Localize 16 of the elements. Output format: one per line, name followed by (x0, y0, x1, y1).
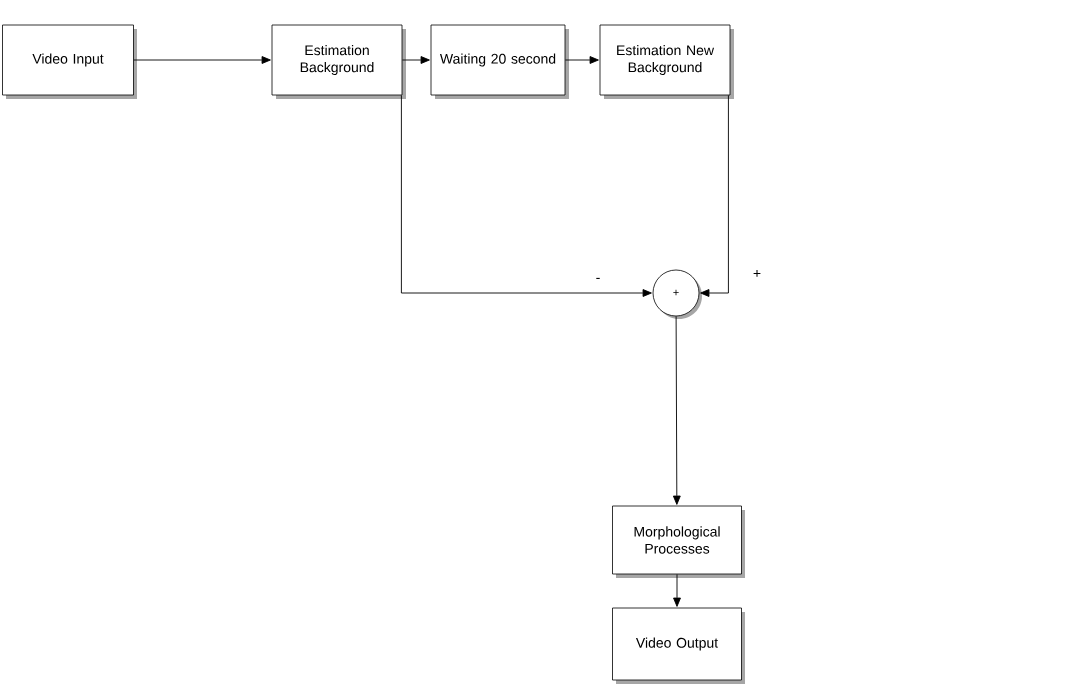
arrow (564, 56, 599, 64)
arrow (672, 315, 681, 505)
arrow (401, 56, 430, 64)
edge-label: + (751, 268, 763, 280)
arrow (673, 573, 681, 607)
arrow (133, 56, 271, 64)
process-box: Estimation New Background (599, 24, 734, 99)
process-box: Waiting 20 second (430, 24, 569, 99)
edge-label: - (594, 276, 602, 284)
process-box: Video Output (612, 607, 745, 684)
arrow (700, 94, 729, 297)
process-box: Morphological Processes (612, 505, 745, 578)
summing-junction: + (652, 269, 702, 319)
process-box: Video Input (2, 24, 137, 99)
arrow (400, 94, 652, 297)
process-box: Estimation Background (271, 24, 406, 99)
